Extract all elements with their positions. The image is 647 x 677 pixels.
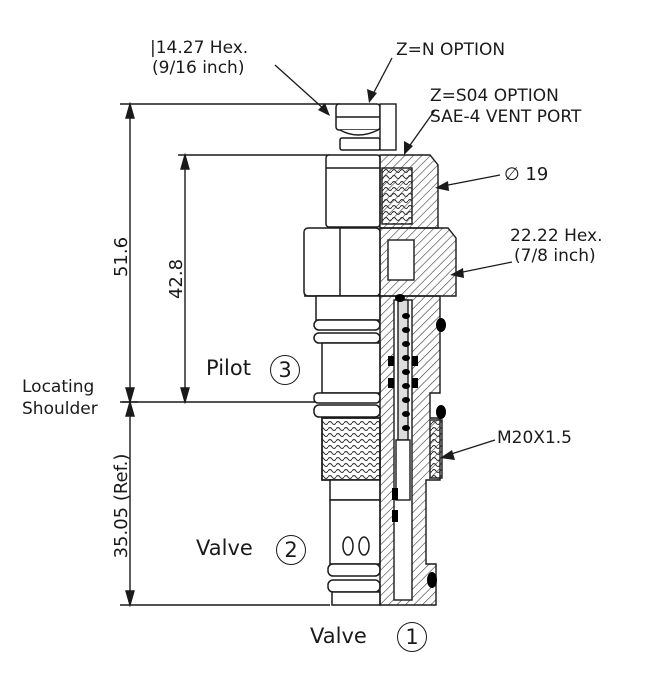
pilot-port-number: 3 <box>270 355 300 385</box>
valve2-port-number: 2 <box>276 535 306 565</box>
z-n-option-label: Z=N OPTION <box>396 40 506 60</box>
dim-overall-label: 51.6 <box>111 236 132 278</box>
cartridge-section <box>379 103 457 606</box>
cartridge-exterior <box>303 103 381 606</box>
hex-top-label: |14.27 Hex. <box>150 38 249 58</box>
pilot-port-label: Pilot <box>206 356 251 380</box>
shoulder-label: Shoulder <box>22 399 98 419</box>
dim-pilot-label: 42.8 <box>166 258 187 300</box>
hex-mid-inch-label: (7/8 inch) <box>514 246 596 266</box>
hex-top-inch-label: (9/16 inch) <box>152 58 245 78</box>
spring-coils <box>395 294 410 431</box>
thread-label: M20X1.5 <box>497 428 572 448</box>
diameter-label: ∅ 19 <box>504 164 549 185</box>
hex-mid-label: 22.22 Hex. <box>510 226 603 246</box>
dim-lower-label: 35.05 (Ref.) <box>111 453 132 559</box>
valve1-port-number: 1 <box>397 622 427 652</box>
valve2-port-label: Valve <box>196 536 253 560</box>
o-ring-seals <box>388 318 446 588</box>
sae-vent-port-label: SAE-4 VENT PORT <box>430 107 582 127</box>
locating-label: Locating <box>22 377 95 397</box>
z-s04-option-label: Z=S04 OPTION <box>430 86 559 106</box>
leader-lines <box>274 57 513 460</box>
mid-hex-nut <box>303 227 381 297</box>
dimension-lines <box>120 101 340 608</box>
valve1-port-label: Valve <box>310 624 367 648</box>
